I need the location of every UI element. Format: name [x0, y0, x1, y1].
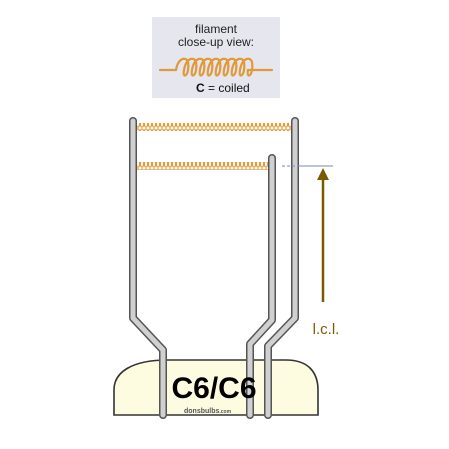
- lcl-arrow-head-icon: [317, 168, 329, 180]
- inset-caption-line1: filament: [195, 22, 238, 36]
- watermark: donsbulbs.com: [184, 408, 232, 415]
- inset-caption-line2: close-up view:: [178, 35, 254, 49]
- coil-closeup-icon: [158, 57, 274, 77]
- lower-coiled-filament: [137, 162, 268, 170]
- right-inner-lead-wire: [247, 155, 275, 418]
- base-type-label: C6/C6: [171, 372, 256, 405]
- upper-coiled-filament: [137, 123, 291, 131]
- filaments: [137, 123, 291, 170]
- inset-background: [152, 17, 280, 98]
- inset-code-line: C = coiled: [196, 81, 250, 95]
- left-lead-wire: [130, 118, 166, 418]
- filament-closeup-inset: filament close-up view: C = coiled: [152, 17, 280, 98]
- coil-code-text: = coiled: [205, 81, 250, 95]
- lcl-label: l.c.l.: [313, 321, 340, 338]
- coil-code-letter: C: [196, 81, 205, 95]
- watermark-suffix: .com: [219, 409, 231, 415]
- right-outer-lead-wire: [265, 118, 298, 418]
- lcl-measurement: l.c.l.: [282, 165, 340, 338]
- lead-wires: [129, 117, 299, 419]
- watermark-name: donsbulbs: [184, 408, 219, 415]
